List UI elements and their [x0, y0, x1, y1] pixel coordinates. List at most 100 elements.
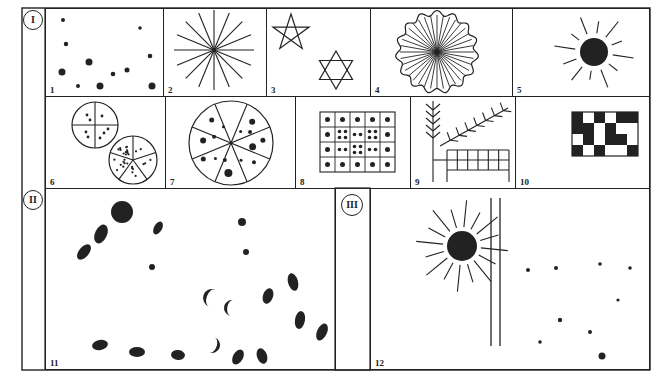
star-dot	[76, 84, 80, 88]
column-box	[335, 188, 370, 370]
grid-dot	[344, 130, 348, 134]
sun-ray	[471, 213, 480, 230]
figure-panel: 4	[370, 8, 513, 97]
wheel-dot	[260, 138, 265, 143]
count-dot	[126, 146, 128, 148]
branch-twig	[433, 111, 440, 117]
checker-frame	[572, 112, 638, 156]
moon-ellipse	[91, 222, 110, 245]
section-numeral: II	[29, 195, 37, 205]
branch-twig	[426, 104, 433, 110]
moon-dot	[238, 218, 246, 226]
figure-number: 10	[520, 178, 529, 187]
figure-number: 9	[415, 178, 420, 187]
count-dot	[89, 119, 92, 122]
grid-dot	[385, 132, 390, 137]
fence-bar	[488, 150, 489, 170]
star-dot	[628, 266, 632, 270]
moon-ellipse	[151, 220, 165, 236]
count-dot	[101, 115, 104, 118]
checker-square	[616, 134, 627, 145]
moon-ellipse	[230, 348, 247, 367]
fence-bar	[467, 150, 468, 170]
grid-dot	[374, 136, 378, 140]
count-dot	[120, 164, 122, 166]
figure-number: 4	[375, 86, 380, 95]
radius-line	[400, 52, 437, 53]
branch-twig	[433, 118, 440, 124]
moon-ellipse	[129, 347, 145, 357]
branch-twig	[477, 125, 485, 126]
figure-panel: 3	[266, 8, 371, 97]
checker-square	[583, 123, 594, 134]
count-dot	[135, 150, 137, 152]
radius-line	[419, 52, 438, 84]
moon-crescent	[200, 286, 215, 306]
divider	[119, 160, 133, 179]
wheel-dot	[239, 130, 242, 133]
grid-dot	[340, 162, 345, 167]
branch-twig	[468, 130, 476, 131]
figure-panel: 2	[163, 8, 267, 97]
grid-dot	[370, 162, 375, 167]
moon-ellipse	[314, 322, 331, 343]
star-dot	[111, 72, 116, 77]
count-dot	[140, 148, 142, 150]
sun-ray	[572, 67, 583, 80]
radius-line	[437, 46, 473, 52]
count-dot	[131, 167, 133, 169]
sun-ray	[554, 46, 575, 49]
divided-circle	[72, 102, 118, 148]
figure-number: 11	[50, 359, 59, 368]
grid-dot	[359, 133, 363, 137]
moon-crescent	[209, 337, 222, 355]
wheel-spoke	[192, 127, 270, 159]
count-dot	[125, 153, 127, 155]
checker-square	[572, 112, 583, 123]
star-dot	[526, 268, 530, 272]
wheel-spoke	[192, 127, 270, 159]
sun-ray	[467, 264, 472, 282]
count-dot	[125, 146, 127, 148]
figure-number: 2	[168, 86, 173, 95]
grid-dot	[344, 136, 348, 140]
figure-number: 8	[300, 178, 305, 187]
sun-ray	[433, 210, 450, 231]
sun-ray	[606, 22, 618, 38]
figure-panel: 5	[512, 8, 650, 97]
count-dot	[86, 114, 89, 117]
branch-twig	[433, 132, 440, 138]
grid-dot	[374, 148, 378, 152]
sun-ray	[464, 200, 467, 227]
grid-dot	[353, 133, 357, 137]
moon-ellipse	[294, 310, 307, 329]
scalloped-circle	[396, 11, 479, 93]
moon-ellipse	[255, 347, 270, 365]
figure-number: 7	[170, 178, 175, 187]
post-line	[490, 198, 491, 346]
checker-square	[605, 123, 616, 134]
star-dot	[86, 59, 93, 66]
count-dot	[119, 147, 121, 149]
checker-square	[594, 112, 605, 123]
section-numeral: III	[346, 200, 358, 210]
grid-dot	[368, 148, 372, 152]
radius-line	[437, 52, 438, 89]
star-dot	[148, 54, 153, 59]
branch-twig	[426, 118, 433, 124]
branch-stem	[440, 108, 508, 146]
checker-square	[627, 112, 638, 123]
checker-square	[572, 145, 583, 156]
moon-dot	[149, 264, 155, 270]
grid-dot	[338, 136, 342, 140]
figure-panel: 1	[45, 8, 164, 97]
fence-rail	[433, 159, 447, 160]
sun-ray	[451, 210, 456, 228]
wheel-dot	[209, 118, 214, 123]
radius-line	[437, 39, 472, 52]
branch-twig	[433, 104, 440, 110]
divider	[94, 102, 95, 148]
figure-number: 5	[517, 86, 522, 95]
star-dot	[598, 262, 602, 266]
